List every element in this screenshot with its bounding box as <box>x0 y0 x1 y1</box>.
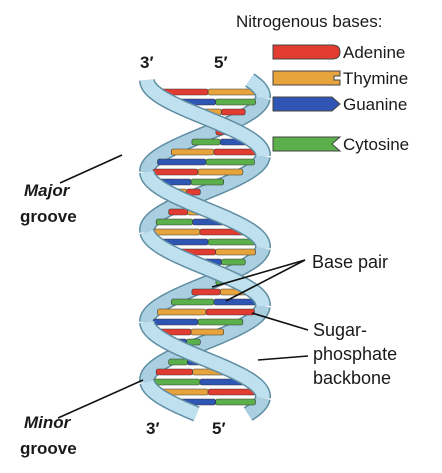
base-thymine <box>207 88 257 96</box>
base-pair-label: Base pair <box>312 252 388 272</box>
legend-item-guanine: Guanine <box>272 95 407 114</box>
sugar-phosphate-backbone-strand-b <box>140 171 270 249</box>
pointer-lines <box>57 154 309 419</box>
legend-label-guanine: Guanine <box>343 95 407 114</box>
minor-groove-pointer <box>57 379 144 419</box>
base-thymine <box>190 328 225 336</box>
base-cytosine <box>155 218 193 226</box>
base-adenine <box>205 308 255 316</box>
cytosine-swatch-icon <box>272 136 342 152</box>
helix-back-strand <box>138 96 271 421</box>
sugar-phosphate-backbone-strand-a <box>140 380 200 420</box>
base-guanine <box>157 158 207 166</box>
major-groove-label: Major <box>24 181 71 200</box>
sugar-phosphate-backbone-strand-a <box>140 304 270 383</box>
strand-end-top-right: 5′ <box>214 53 228 72</box>
sugar-phosphate-backbone-strand-a <box>140 79 270 156</box>
base-thymine <box>171 148 215 156</box>
strand-end-top-left: 3′ <box>140 53 154 72</box>
base-pair-pointer-lower <box>225 259 306 302</box>
backbone-pointer-lower <box>257 355 309 361</box>
base-guanine <box>213 298 257 306</box>
base-adenine <box>168 208 188 216</box>
base-cytosine <box>168 358 188 366</box>
helix-front-strand <box>139 73 272 422</box>
backbone-label-line1: Sugar- <box>313 320 367 340</box>
base-cytosine <box>152 378 201 386</box>
sugar-phosphate-backbone-strand-b <box>244 396 270 420</box>
sugar-phosphate-backbone-strand-a <box>140 154 270 233</box>
backbone-pointer-upper <box>251 312 309 331</box>
minor-groove-label: Minor <box>24 413 72 432</box>
legend-label-cytosine: Cytosine <box>343 135 409 154</box>
base-cytosine <box>205 158 255 166</box>
legend-label-thymine: Thymine <box>343 69 408 88</box>
base-thymine <box>152 228 201 236</box>
base-cytosine <box>190 178 225 186</box>
base-adenine <box>186 188 201 196</box>
major-groove-pointer <box>59 154 123 184</box>
legend-label-adenine: Adenine <box>343 43 405 62</box>
thymine-swatch-icon <box>272 70 341 86</box>
legend-item-adenine: Adenine <box>272 43 405 62</box>
adenine-swatch-icon <box>272 44 341 60</box>
base-cytosine <box>215 98 256 106</box>
sugar-phosphate-backbone-strand-b <box>140 246 270 323</box>
base-thymine <box>215 248 256 256</box>
backbone-label-line3: backbone <box>313 368 391 388</box>
base-cytosine <box>221 258 246 266</box>
base-cytosine <box>191 138 221 146</box>
base-adenine <box>213 148 257 156</box>
base-cytosine <box>197 318 244 326</box>
base-cytosine <box>215 398 256 406</box>
base-thymine <box>197 168 244 176</box>
base-pair-pointer-upper <box>211 259 306 288</box>
sugar-phosphate-backbone-strand-b <box>140 96 270 173</box>
backbone-label-line2: phosphate <box>313 344 397 364</box>
base-adenine <box>152 168 199 176</box>
legend-title: Nitrogenous bases: <box>236 12 382 31</box>
legend-item-thymine: Thymine <box>272 69 408 88</box>
legend-item-cytosine: Cytosine <box>272 135 409 154</box>
base-adenine <box>191 288 221 296</box>
base-adenine <box>155 368 193 376</box>
base-adenine <box>221 108 246 116</box>
base-cytosine <box>207 238 257 246</box>
base-cytosine <box>171 298 215 306</box>
minor-groove-label-line2: groove <box>20 439 77 458</box>
legend: Nitrogenous bases: Adenine Thymine Guani… <box>236 12 409 154</box>
base-cytosine <box>186 338 201 346</box>
base-thymine <box>157 308 207 316</box>
sugar-phosphate-backbone-strand-a <box>140 230 270 306</box>
sugar-phosphate-backbone-strand-b <box>246 74 270 99</box>
guanine-swatch-icon <box>272 96 341 112</box>
sugar-phosphate-backbone-strand-b <box>140 321 270 399</box>
base-guanine <box>152 318 199 326</box>
strand-end-bottom-left: 3′ <box>146 419 160 438</box>
major-groove-label-line2: groove <box>20 207 77 226</box>
base-adenine <box>207 388 257 396</box>
strand-end-bottom-right: 5′ <box>212 419 226 438</box>
